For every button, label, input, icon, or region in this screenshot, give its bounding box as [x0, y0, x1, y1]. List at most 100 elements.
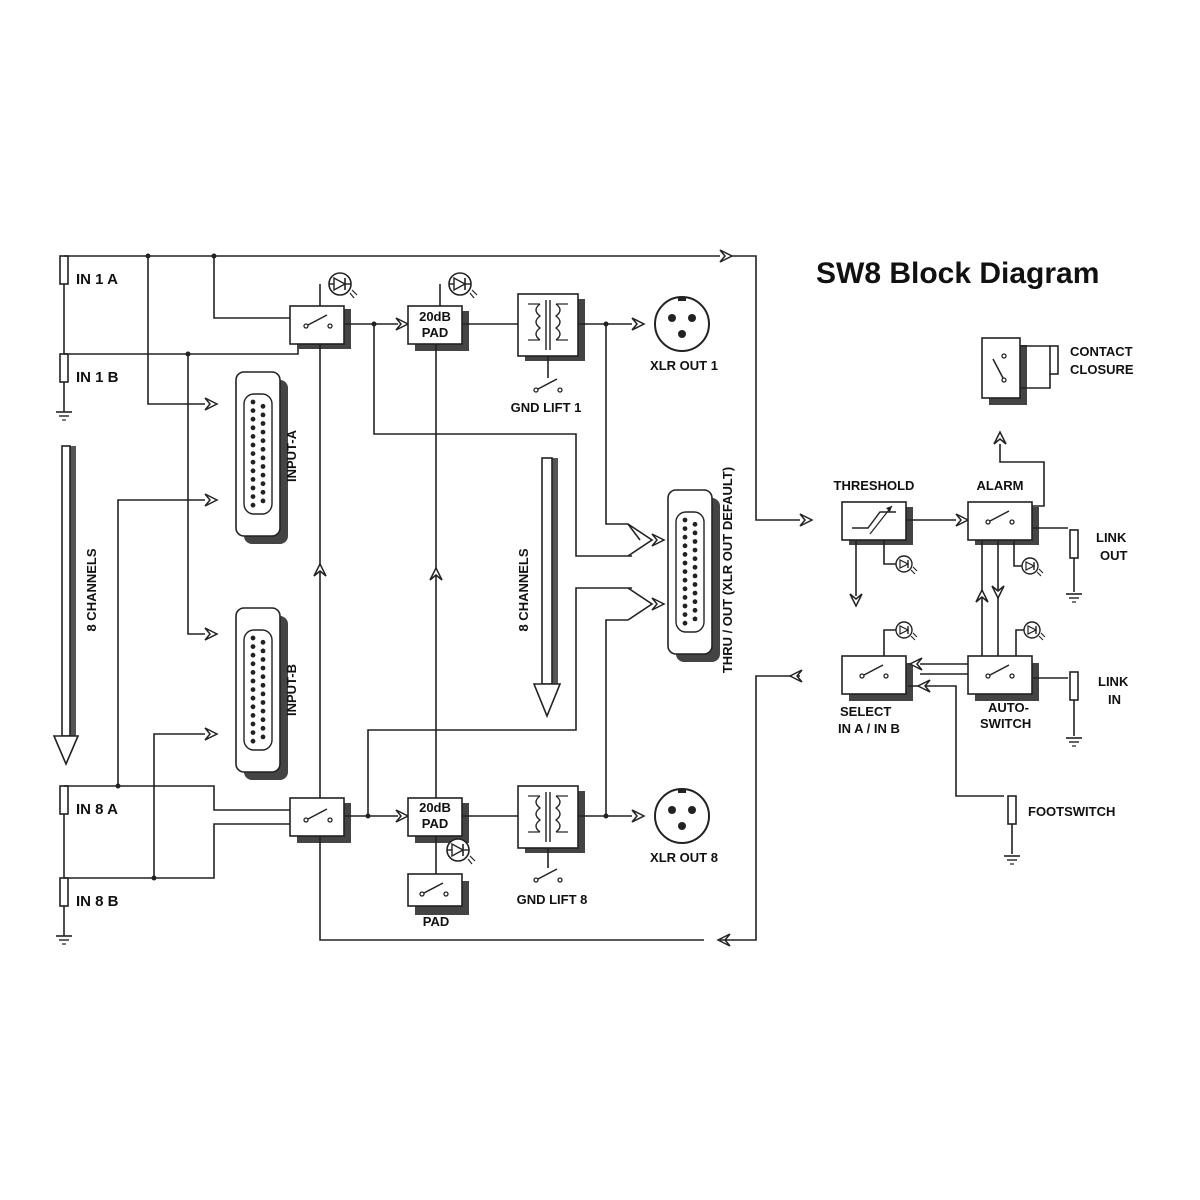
pad-switch-label: PAD: [423, 914, 449, 929]
ground-symbol: [55, 411, 73, 421]
connector-pin: [250, 687, 256, 692]
auto-switch-line1: AUTO-: [988, 700, 1029, 715]
input-jack-in-8a: IN 8 A: [59, 785, 118, 818]
transformer-ch8: [517, 785, 585, 853]
connector-pin: [260, 472, 266, 478]
connector-pin: [250, 459, 256, 465]
flow-arrow: [993, 431, 1007, 445]
connector-pin: [260, 639, 266, 645]
connector-pin: [260, 438, 266, 444]
input-select-relay-8: [289, 797, 351, 843]
footswitch-label: FOOTSWITCH: [1028, 804, 1115, 819]
led-icon: [446, 838, 476, 865]
flow-arrow: [789, 669, 803, 683]
connector-pin: [250, 738, 256, 744]
connector-pin: [250, 730, 256, 735]
connector-pin: [250, 408, 256, 413]
connector-pin: [260, 700, 266, 705]
connector-pin: [692, 582, 698, 587]
connector-pin: [692, 573, 698, 579]
led-icon: [895, 621, 918, 641]
connector-pin: [682, 603, 688, 609]
input-a-label: INPUT-A: [284, 429, 299, 482]
gnd-lift-switch-8: [533, 868, 563, 883]
flow-arrow: [204, 493, 218, 507]
connector-pin: [692, 521, 698, 527]
connector-pin: [260, 665, 266, 671]
link-in-line2: IN: [1108, 692, 1121, 707]
led-icon: [895, 555, 918, 575]
connector-pin: [250, 425, 256, 431]
led-icon: [1021, 557, 1044, 577]
connector-pin: [260, 489, 266, 495]
connector-pin: [250, 713, 256, 718]
connector-pin: [682, 543, 688, 549]
connector-pin: [250, 399, 256, 405]
flow-arrow: [955, 513, 969, 527]
xlr-out-8-label: XLR OUT 8: [650, 850, 718, 865]
select-in-a-in-b-block: [841, 655, 913, 701]
input-select-relay-1: [289, 305, 351, 349]
gnd-lift-8-label: GND LIFT 8: [517, 892, 588, 907]
connector-pin: [260, 725, 266, 731]
connector-pin: [260, 674, 266, 680]
contact-closure-relay: [981, 337, 1027, 405]
connector-pin: [250, 644, 256, 649]
link-in-line1: LINK: [1098, 674, 1129, 689]
channels-arrow-mid: [532, 457, 562, 719]
threshold-label: THRESHOLD: [834, 478, 915, 493]
connector-pin: [260, 446, 266, 452]
connector-pin: [692, 539, 698, 544]
flow-arrow: [651, 533, 665, 547]
flow-arrow: [204, 727, 218, 741]
connector-pin: [250, 434, 256, 439]
pad-bottom-line2: PAD: [422, 816, 448, 831]
connector-pin: [682, 526, 688, 531]
connector-pin: [692, 607, 698, 613]
db25-input-b: [235, 607, 288, 780]
link-out-jack: [1069, 529, 1079, 559]
contact-closure-line2: CLOSURE: [1070, 362, 1134, 377]
xlr-out-8-connector: [654, 788, 710, 844]
connector-pin: [260, 464, 266, 469]
pad-bottom-line1: 20dB: [419, 800, 451, 815]
footswitch-jack: [1007, 795, 1017, 825]
flow-arrow: [719, 249, 733, 263]
xlr-out-1-label: XLR OUT 1: [650, 358, 718, 373]
connector-pin: [260, 429, 266, 435]
pad-20db-ch8: 20dB PAD: [407, 797, 469, 843]
connector-pin: [682, 620, 688, 626]
connector-pin: [692, 616, 698, 622]
connector-pin: [682, 595, 688, 600]
ground-symbol: [1065, 593, 1083, 603]
connector-pin: [260, 734, 266, 740]
connector-pin: [682, 534, 688, 540]
transformer-ch1: [517, 293, 585, 361]
connector-pin: [250, 468, 256, 474]
auto-switch-block: [967, 655, 1039, 701]
threshold-block: [841, 501, 913, 545]
flow-arrow: [631, 809, 645, 823]
flow-arrow: [631, 317, 645, 331]
connector-pin: [260, 657, 266, 662]
connector-pin: [250, 721, 256, 727]
ground-symbol: [55, 935, 73, 945]
alarm-block: [967, 501, 1039, 545]
in-1a-label: IN 1 A: [76, 271, 118, 288]
pad-switch: [407, 873, 469, 915]
flow-arrow: [651, 597, 665, 611]
ground-symbol: [1065, 737, 1083, 747]
contact-closure-jack: [1049, 345, 1059, 375]
link-in-jack: [1069, 671, 1079, 701]
connector-pin: [692, 547, 698, 553]
connector-pin: [260, 481, 266, 487]
input-jack-in-1a: IN 1 A: [59, 255, 118, 288]
flow-arrow: [799, 513, 813, 527]
in-8a-label: IN 8 A: [76, 801, 118, 818]
link-out-line2: OUT: [1100, 548, 1128, 563]
auto-switch-line2: SWITCH: [980, 716, 1031, 731]
connector-pin: [250, 635, 256, 641]
db25-input-a: [235, 371, 288, 544]
channels-arrow-left: [52, 445, 80, 767]
